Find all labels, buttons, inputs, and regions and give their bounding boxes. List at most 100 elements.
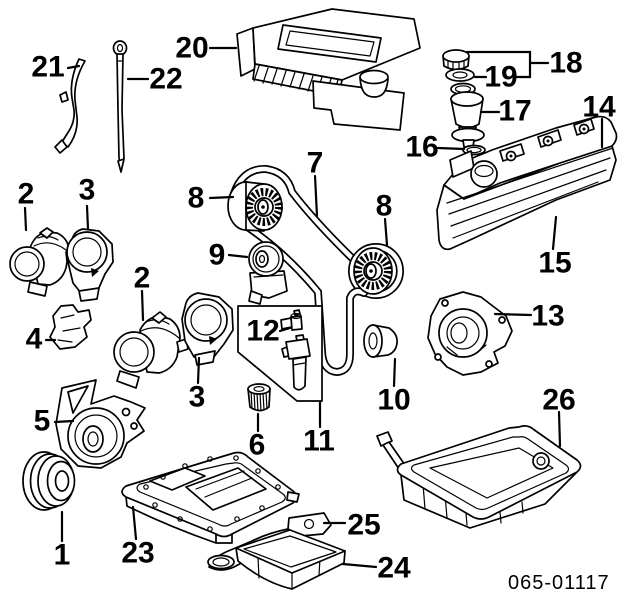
- leader-10: [392, 357, 397, 388]
- rim-inner: [136, 462, 286, 527]
- rim-outer: [396, 425, 582, 520]
- seal-bore: [87, 431, 99, 447]
- callout-15: 15: [538, 247, 571, 280]
- callout-2a: 2: [18, 178, 35, 211]
- cap-ribs: [447, 60, 465, 71]
- hub: [255, 250, 269, 268]
- part-belt-guide: [54, 58, 86, 154]
- bolt-dot-3: [582, 127, 586, 131]
- part-bushing: [247, 383, 271, 412]
- leader-26: [557, 410, 562, 448]
- part-cam-pulley-left: [227, 181, 283, 232]
- tip: [117, 158, 125, 173]
- small-sensor-body: [290, 315, 303, 331]
- part-seal-plate-3a: [66, 228, 114, 302]
- callout-18: 18: [549, 47, 582, 80]
- lower-block: [312, 80, 405, 131]
- flange-hole: [303, 518, 315, 530]
- leader-15: [551, 215, 558, 251]
- belt-wrap-inner: [349, 244, 403, 298]
- leader-5: [53, 419, 75, 424]
- bore: [368, 332, 378, 350]
- rim-bolt-holes: [143, 455, 281, 532]
- bottom-tab: [27, 281, 48, 297]
- callout-8b: 8: [376, 190, 393, 223]
- notch: [59, 91, 69, 103]
- small-sensor-cap: [290, 312, 302, 320]
- mouth: [207, 554, 235, 570]
- pulley-teeth: [354, 252, 392, 290]
- leader-21: [66, 64, 81, 70]
- callout-14: 14: [582, 91, 616, 124]
- callout-7: 7: [307, 147, 324, 180]
- arrow-mark: [91, 268, 99, 277]
- part-housing-2a: [9, 227, 76, 297]
- handle: [112, 40, 128, 56]
- top-tab: [39, 227, 54, 239]
- callout-19: 19: [484, 61, 517, 94]
- belt-upper-run-inner: [229, 166, 357, 263]
- top-tab: [151, 311, 167, 324]
- plaque-outer: [277, 24, 382, 63]
- part-oil-pump: [427, 291, 513, 376]
- hook: [54, 139, 68, 154]
- pulley-teeth: [245, 188, 283, 226]
- callout-2b: 2: [134, 262, 151, 295]
- callout-11: 11: [303, 425, 335, 458]
- part-idler-pulley: [248, 241, 288, 305]
- filler-neck-top: [474, 164, 494, 178]
- arrow-mark: [209, 336, 217, 345]
- sensor-band: [292, 362, 306, 366]
- callout-20: 20: [175, 32, 208, 65]
- right-tab: [286, 491, 300, 503]
- top: [247, 383, 271, 395]
- part-housing-2b: [113, 311, 189, 389]
- left-flap: [236, 27, 256, 77]
- part-oil-pan-upper: [121, 451, 300, 544]
- pulley-dot: [261, 205, 265, 209]
- leader-16: [436, 146, 466, 151]
- rim-inner: [410, 436, 570, 511]
- sensor-head: [285, 338, 311, 360]
- callout-8a: 8: [188, 182, 205, 215]
- callout-17: 17: [498, 95, 531, 128]
- hole-1: [441, 299, 449, 307]
- part-oil-pan-lower: [235, 529, 346, 590]
- baffle-lines: [195, 470, 253, 498]
- bolt-hole-2: [130, 422, 138, 430]
- part-valve-cover: [436, 115, 618, 251]
- leader-13: [493, 312, 533, 317]
- face: [363, 324, 383, 358]
- callout-24: 24: [377, 552, 411, 585]
- cap-top: [442, 49, 470, 63]
- part-roller: [363, 324, 398, 358]
- o-ring-hole: [466, 146, 482, 154]
- notch-top: [359, 69, 389, 85]
- drain-plug-bore: [536, 456, 546, 466]
- leader-23: [131, 505, 138, 541]
- knurls: [250, 390, 268, 412]
- drum-rim: [14, 251, 40, 277]
- part-engine-cover: [236, 8, 421, 131]
- hole-2: [498, 316, 506, 324]
- hole-4: [434, 353, 442, 361]
- callout-1: 1: [54, 539, 71, 572]
- plaque-inner: [285, 30, 375, 57]
- pulley-rim: [252, 245, 280, 273]
- detail: [446, 344, 487, 356]
- hub-hole: [258, 254, 266, 264]
- leader-2a: [23, 206, 28, 232]
- leader-9: [227, 253, 249, 259]
- mouth-bore: [212, 557, 230, 567]
- drain-plug: [532, 452, 550, 470]
- callout-3a: 3: [79, 174, 96, 207]
- flange: [287, 512, 332, 537]
- part-seal-plate-3b: [181, 292, 234, 366]
- bore-ring: [438, 308, 488, 358]
- washer: [445, 68, 475, 82]
- bore: [72, 237, 102, 267]
- callout-21: 21: [31, 51, 64, 84]
- callout-16: 16: [405, 131, 438, 164]
- callout-4: 4: [26, 323, 43, 356]
